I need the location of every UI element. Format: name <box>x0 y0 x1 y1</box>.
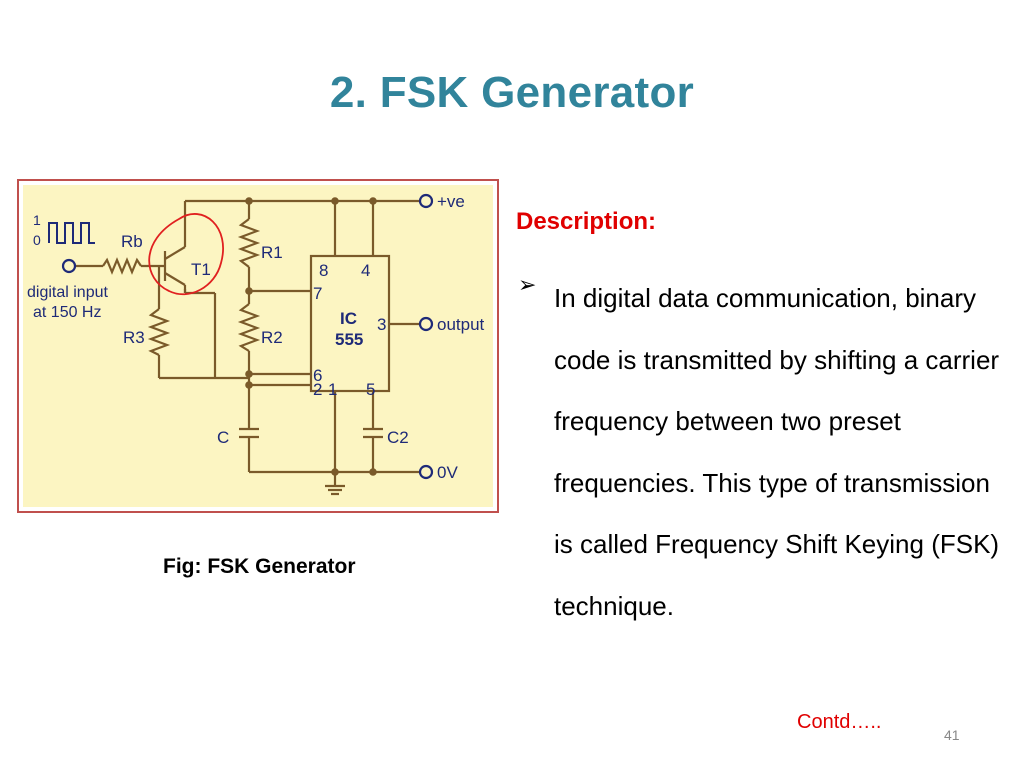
input-label-line2: at 150 Hz <box>33 304 101 321</box>
input-terminal <box>61 258 77 274</box>
transistor-highlight-circle <box>148 213 224 296</box>
ic-number-label: 555 <box>335 330 363 349</box>
r1-label: R1 <box>261 243 283 262</box>
pin-2-label: 2 <box>313 380 322 399</box>
pin-4-label: 4 <box>361 261 370 280</box>
ic-555-body <box>309 254 391 393</box>
r3-label: R3 <box>123 328 145 347</box>
c2-label: C2 <box>387 428 409 447</box>
t1-label: T1 <box>191 260 211 279</box>
pin-3-label: 3 <box>377 315 386 334</box>
junction-dots <box>245 197 377 476</box>
logic-high-label: 1 <box>33 212 41 228</box>
pin-8-label: 8 <box>319 261 328 280</box>
slide-title: 2. FSK Generator <box>329 68 695 117</box>
supply-label: +ve <box>437 192 465 211</box>
ground-label: 0V <box>437 463 458 482</box>
continued-label: Contd….. <box>797 711 882 733</box>
pin-6-label: 6 <box>313 366 322 385</box>
page-number: 41 <box>944 727 960 743</box>
circuit-background <box>23 185 493 507</box>
ground-terminal <box>418 464 434 480</box>
r2-label: R2 <box>261 328 283 347</box>
circuit-labels: +ve output 0V IC 555 8 4 7 3 6 2 1 5 Rb … <box>27 192 485 482</box>
c-label: C <box>217 428 229 447</box>
ic-name-label: IC <box>340 309 357 328</box>
figure-caption: Fig: FSK Generator <box>163 555 356 578</box>
pin-5-label: 5 <box>366 380 375 399</box>
rb-label: Rb <box>121 232 143 251</box>
description-heading: Description: <box>516 208 657 235</box>
output-terminal <box>418 316 434 332</box>
supply-terminal <box>418 193 434 209</box>
bullet-text: In digital data communication, binary co… <box>554 283 1000 621</box>
arrow-bullet-icon: ➢ <box>518 272 537 297</box>
pin-7-label: 7 <box>313 284 322 303</box>
pin-1-label: 1 <box>328 380 337 399</box>
logic-low-label: 0 <box>33 232 41 248</box>
fsk-circuit-diagram: +ve output 0V IC 555 8 4 7 3 6 2 1 5 Rb … <box>23 185 493 507</box>
output-label: output <box>437 315 485 334</box>
input-label-line1: digital input <box>27 284 109 301</box>
terminals <box>61 193 434 480</box>
circuit-figure: +ve output 0V IC 555 8 4 7 3 6 2 1 5 Rb … <box>17 179 499 513</box>
